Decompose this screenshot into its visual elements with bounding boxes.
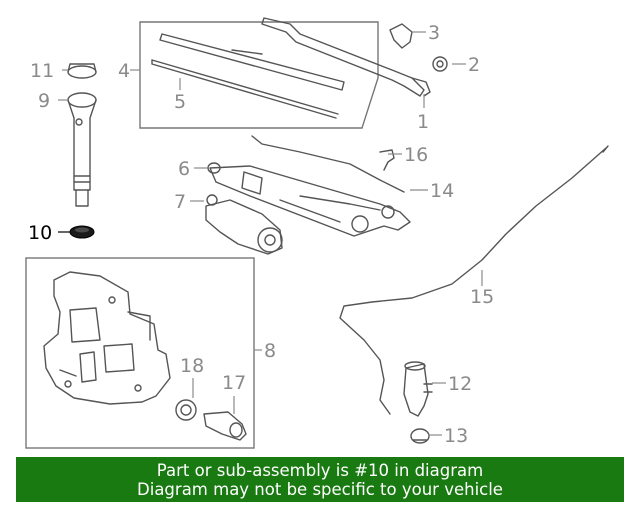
callout-2: 2 [468,54,480,76]
callout-10: 10 [28,222,52,244]
arm-cap [389,23,413,49]
callout-18: 18 [180,355,204,377]
banner-line-1: Part or sub-assembly is #10 in diagram [156,460,484,480]
callout-6: 6 [178,158,190,180]
wiper-motor [205,194,283,255]
callout-17: 17 [222,372,246,394]
callout-9: 9 [38,90,50,112]
washer-hose-short [251,135,405,193]
hose-clip [379,149,395,171]
filler-neck-seal [69,225,95,239]
filler-cap [67,63,97,79]
wiper-linkage [207,162,411,237]
callout-1: 1 [417,111,429,133]
callout-12: 12 [448,373,472,395]
filler-neck [67,92,97,207]
wiper-blade [159,33,345,91]
washer-pump [403,361,433,417]
callout-5: 5 [174,91,186,113]
callout-3: 3 [428,22,440,44]
level-sensor [203,411,247,441]
wiper-blade-group [139,21,379,129]
banner-line-2: Diagram may not be specific to your vehi… [137,479,503,499]
wiper-blade-insert [151,59,339,119]
washer-reservoir [43,271,171,405]
pump-grommet [410,428,430,444]
arm-nut [432,56,448,72]
callout-16: 16 [404,144,428,166]
reservoir-grommet [175,399,197,421]
wiper-arm [261,17,431,97]
leader-lines [58,31,483,436]
washer-hose-long [339,147,607,415]
callout-8: 8 [264,340,276,362]
callout-4: 4 [118,60,130,82]
callout-13: 13 [444,425,468,447]
callout-15: 15 [470,286,494,308]
callout-11: 11 [30,60,54,82]
reservoir-box [25,257,255,449]
reservoir-group [25,257,255,449]
callout-7: 7 [174,191,186,213]
callout-14: 14 [430,180,454,202]
info-banner: Part or sub-assembly is #10 in diagram D… [16,457,624,502]
wiper-blade-box [139,21,379,129]
callout-labels: 1 2 3 4 5 6 7 8 9 10 11 12 13 14 15 16 1… [28,22,494,447]
